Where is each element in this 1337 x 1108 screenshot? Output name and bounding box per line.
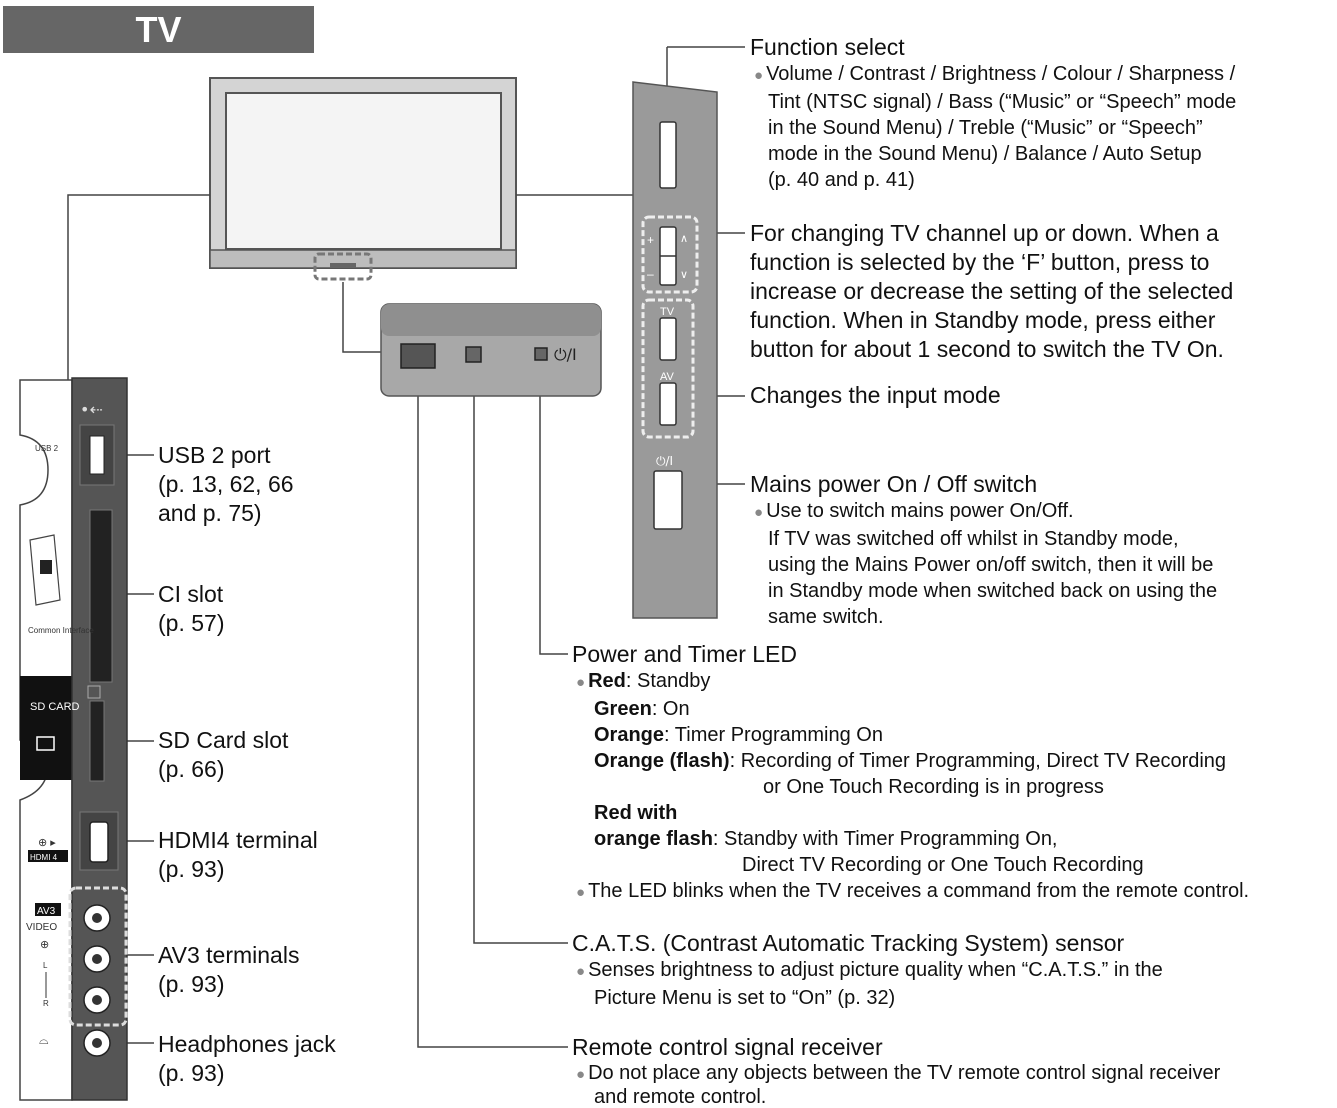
led-callout-note: ●Red: Standby Green: On Orange: Timer Pr… [576, 670, 1250, 902]
tv-button [659, 317, 677, 361]
svg-text:TV: TV [660, 306, 675, 318]
mains-power-switch [653, 470, 683, 530]
svg-text:∧: ∧ [680, 233, 688, 245]
function-select-title: Function select [750, 34, 905, 60]
svg-text:⏻/I: ⏻/I [656, 454, 673, 468]
svg-text:L: L [43, 961, 48, 970]
led-callout-title: Power and Timer LED [572, 641, 797, 667]
hdmi-port [89, 821, 109, 863]
svg-text:+: + [647, 233, 654, 247]
cats-sensor [465, 346, 482, 363]
channel-callout: For changing TV channel up or down. When… [750, 220, 1234, 362]
svg-text:VIDEO: VIDEO [26, 922, 57, 933]
headphones-icon: ⌓ [39, 1033, 49, 1047]
sd-card-icon [36, 736, 55, 751]
hdmi-input-icon: ⊕ ▸ [38, 837, 56, 849]
front-sensor-panel: ⏻/I [380, 303, 602, 397]
svg-text:⊕: ⊕ [40, 939, 49, 951]
svg-text:R: R [43, 999, 49, 1008]
headphones-callout: Headphones jack (p. 93) [158, 1031, 336, 1086]
svg-text:SD CARD: SD CARD [30, 701, 80, 713]
tv-set [209, 77, 517, 281]
connector-lines [67, 46, 745, 1048]
tv-bottom-bezel [209, 249, 517, 269]
input-buttons-highlight [641, 298, 695, 439]
av3-highlight [68, 886, 128, 1027]
usb-callout: USB 2 port (p. 13, 62, 66 and p. 75) [158, 442, 294, 526]
remote-receiver-window [400, 343, 436, 369]
ci-slot [89, 509, 113, 683]
f-button [659, 121, 677, 189]
ci-card-icon [29, 534, 61, 606]
svg-text:Common Interface: Common Interface [28, 626, 94, 635]
svg-text:–: – [647, 267, 654, 281]
hdmi-callout: HDMI4 terminal (p. 93) [158, 827, 318, 882]
mains-callout-title: Mains power On / Off switch [750, 471, 1038, 497]
input-mode-callout: Changes the input mode [750, 382, 1001, 408]
led-indicator [534, 347, 548, 361]
sd-card-slot [89, 700, 105, 782]
side-terminal-panel: •⇠ USB 2 Common Interface SD CARD HDMI 4… [19, 377, 128, 1101]
function-select-note: ●Volume / Contrast / Brightness / Colour… [754, 63, 1237, 191]
channel-buttons-highlight [641, 215, 699, 294]
tv-screen [225, 92, 502, 250]
av-button [659, 382, 677, 426]
cats-callout-title: C.A.T.S. (Contrast Automatic Tracking Sy… [572, 930, 1125, 956]
section-title: TV [3, 6, 314, 53]
usb-symbol-icon: •⇠ [80, 400, 103, 419]
remote-callout-note: ●Do not place any objects between the TV… [576, 1062, 1221, 1108]
tv-sensor-highlight [313, 252, 373, 281]
led-power-symbol: ⏻/I [554, 345, 577, 364]
svg-text:AV3: AV3 [37, 906, 56, 917]
svg-text:HDMI 4: HDMI 4 [30, 853, 58, 862]
remote-callout-title: Remote control signal receiver [572, 1034, 883, 1060]
usb-port [89, 435, 105, 475]
svg-text:USB 2: USB 2 [35, 444, 59, 453]
av3-callout: AV3 terminals (p. 93) [158, 942, 300, 997]
svg-text:∨: ∨ [680, 269, 688, 281]
ci-callout: CI slot (p. 57) [158, 581, 225, 636]
mains-callout-note: ●Use to switch mains power On/Off. If TV… [754, 500, 1218, 628]
side-control-panel: F + – ∧ ∨ TV AV ⏻/I [632, 81, 718, 619]
sd-callout: SD Card slot (p. 66) [158, 727, 289, 782]
svg-text:AV: AV [660, 371, 675, 383]
cats-callout-note: ●Senses brightness to adjust picture qua… [576, 959, 1163, 1009]
